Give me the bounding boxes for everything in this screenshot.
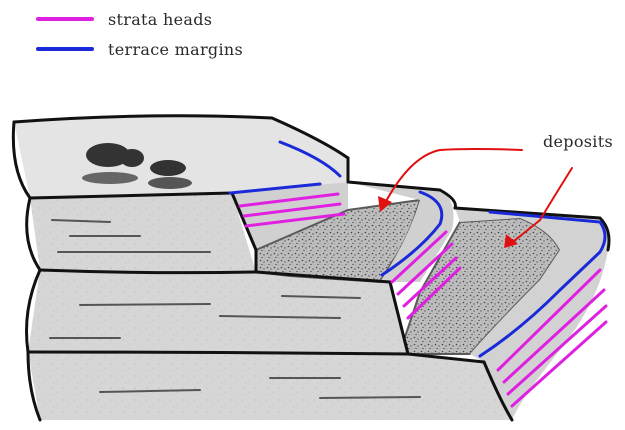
lower-bedrock-face [28, 352, 512, 420]
middle-bedrock-face [28, 270, 408, 354]
upper-bedrock-face [30, 193, 256, 273]
